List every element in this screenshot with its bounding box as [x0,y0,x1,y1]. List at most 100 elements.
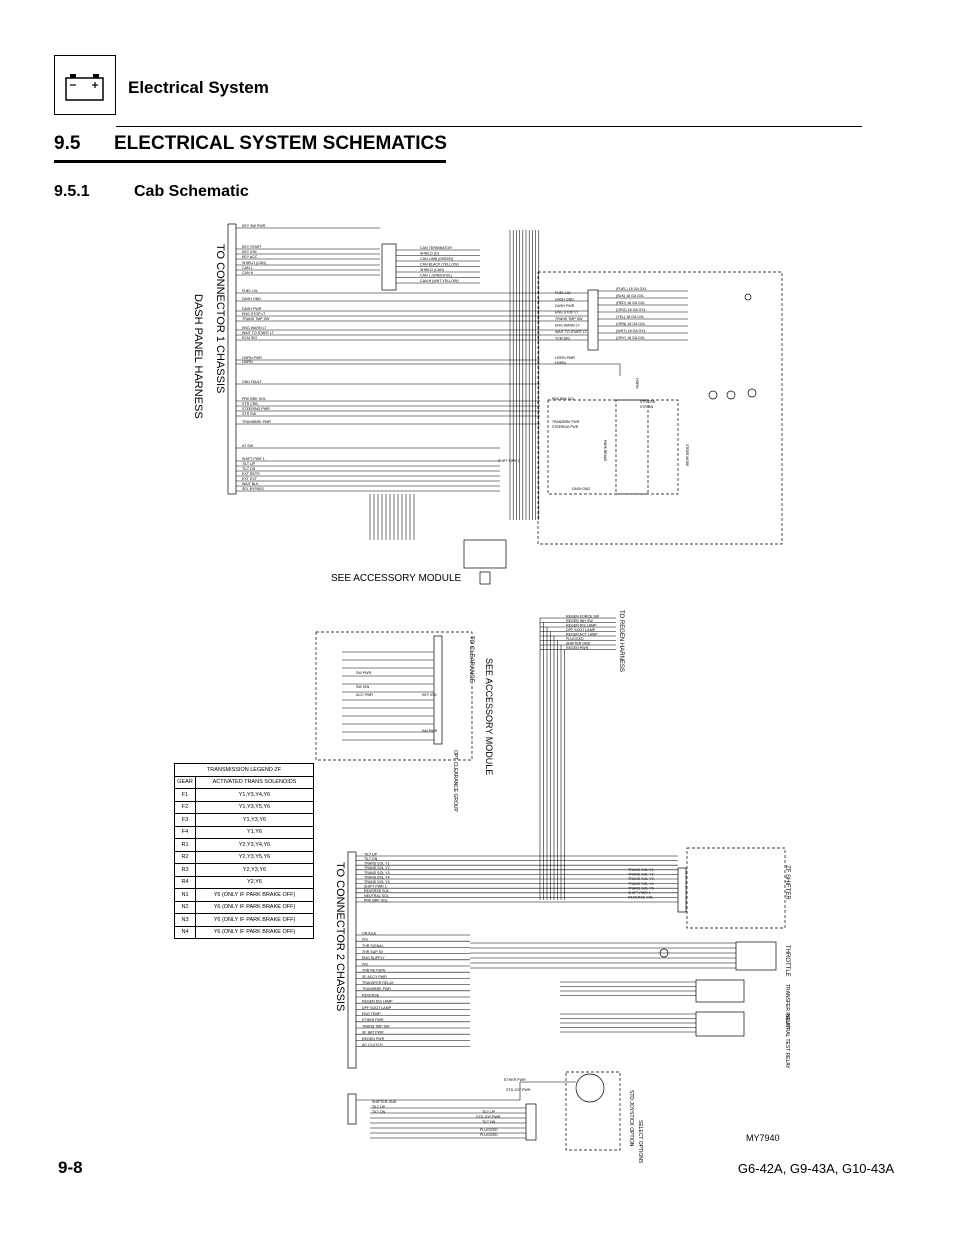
wire-label: DASH GND [555,298,574,302]
wire-label: PARK BRAKE [603,440,607,462]
neutral-test-label: NEUTRAL TEST RELAY [784,1014,790,1069]
wire-label: ECM SIG [242,336,257,340]
wire-label: (GRY) 18 GA GXL [616,336,645,340]
zf-shifter-label: ZF SHIFTER [784,865,790,900]
lamp-1 [708,390,718,400]
wire-label: SHIFT PWR 1 [498,459,520,463]
wire-label: DASH GND [572,487,590,491]
wire-label: TRANS SOL Y5 [628,886,654,890]
wire-label: TILT DN [364,857,378,861]
wire-label: SHIELD (D) [420,252,439,256]
wire-label: ACC PWR [356,693,373,697]
section-icon-box [54,55,116,115]
wire-label: PRK BRK SOL [364,898,388,902]
wire-label: STD JOY PWR [476,1115,501,1119]
wire-label: (YEL) 18 GA GXL [616,315,644,319]
wire-label: SF BAT PWR [362,1031,384,1035]
wire-label: TILT UP [364,852,378,856]
wire-label: CAN L [242,266,253,270]
wire-label: TRANS SOL Y1 [364,862,390,866]
wire-label: CAN TERMINATOR [420,246,452,250]
legend-gear: N4 [174,925,196,939]
subsection-title: Cab Schematic [134,183,249,200]
section-number: 9.5 [54,133,81,154]
wire-label: TILT DN [372,1110,386,1114]
transfer-relay-box [695,979,745,1003]
legend-title: TRANSMISSION LEGEND ZF [174,763,314,777]
wire-label: PRK BRK SOL [242,397,266,401]
wire-label: TILT DN [242,467,256,471]
wire-label: REGEN PWR [566,646,589,650]
wire-label: CAN H (WHT YELLOW) [420,279,459,283]
wire-label: ENG STOP LT [555,311,579,315]
wire-label: GND FAULT [242,380,263,384]
clearance-connector [433,635,443,745]
wire-label: REGEN FORCE SW [566,614,600,618]
legend-solenoids: Y6 (ONLY IF PARK BRAKE OFF) [195,900,314,914]
wire-label: TRANSBRK PWR [362,987,391,991]
wire-label: ENG STOP LT [242,312,266,316]
steer-mode-enclosure [615,399,679,495]
clearance-option-label: OPT CLEARANCE GROUP [452,750,458,812]
wire-label: TRANSBRK PWR [552,420,580,424]
wire-label: TRANS SOL Y4 [364,875,390,879]
wire-label: WAIT BLK [242,482,259,486]
wire-label: TRANS SOL Y4 [628,882,654,886]
wire-label: (BLK) 18 GA GXL [616,294,644,298]
wire-label: HORN PWR [242,356,262,360]
joystick-enclosure [565,1071,621,1151]
wire-label: THR SIGNAL [362,944,384,948]
wire-label: REGEN INH SW [566,619,593,623]
wire-label: TILT UP [372,1105,386,1109]
clearance-label: TO CLEARANCE [468,636,474,683]
wire-label: TRANS TMP SW [242,317,270,321]
wire-label: ON IDLE [362,931,377,935]
wire-label: KEY IGN [242,250,257,254]
wire-label: CAN L (GREEN BL) [420,274,452,278]
drawing-reference: MY7940 [746,1133,780,1143]
regen-harness-label: TO REGEN HARNESS [618,610,624,672]
accessory-plug [479,571,491,585]
wire-label: ENG TEMP [362,1012,381,1016]
wire-label: TRANS TMP SW [362,1024,390,1028]
wire-label: TRANS SOL Y3 [628,877,654,881]
joystick-connector [525,1103,537,1141]
wire-label: HORN [242,360,253,364]
model-list: G6-42A, G9-43A, G10-43A [737,1161,894,1176]
wire-label: KEY START [242,245,262,249]
wire-label: CAN H [242,271,254,275]
wire-label: STR CRB [242,402,258,406]
wire-label: EXT EXT [242,477,258,481]
legend-solenoids: Y1,Y3,Y5,Y6 [195,800,314,814]
wire-label: IVS [362,962,368,966]
wire-label: THR SUP 5V [362,950,384,954]
legend-gear: R4 [174,875,196,889]
wire-label: PLUGGED [566,637,584,641]
legend-solenoids: Y6 (ONLY IF PARK BRAKE OFF) [195,913,314,927]
legend-gear: R2 [174,850,196,864]
transmission-legend: TRANSMISSION LEGEND ZF GEAR ACTIVATED TR… [174,763,314,939]
wire-label: IVS [362,938,368,942]
wire-label: TRANS SOL Y2 [628,873,654,877]
legend-solenoids: Y1,Y3,Y6 [195,813,314,827]
connector2-block [347,851,357,1069]
wire-label: ENG WARN LT [242,326,267,330]
page-number: 9-8 [58,1158,83,1177]
wire-label: KEY SW PWR [242,224,266,228]
wire-label: TILT UP [242,462,256,466]
wire-label: KEY ACC [242,255,258,259]
ground-point [744,293,752,301]
wire-label: TCM SIG [555,337,570,341]
wire-label: EXT RETR [242,472,260,476]
wire-label: TRANS SOL Y3 [364,871,390,875]
legend-col-gear: GEAR [174,775,196,789]
wire-label: TRANS TMP SW [555,317,583,321]
harness-label: DASH PANEL HARNESS [192,294,204,419]
wire-label: SEL BYPASS [242,487,264,491]
wire-label: PRK BRK SOL [552,397,575,401]
